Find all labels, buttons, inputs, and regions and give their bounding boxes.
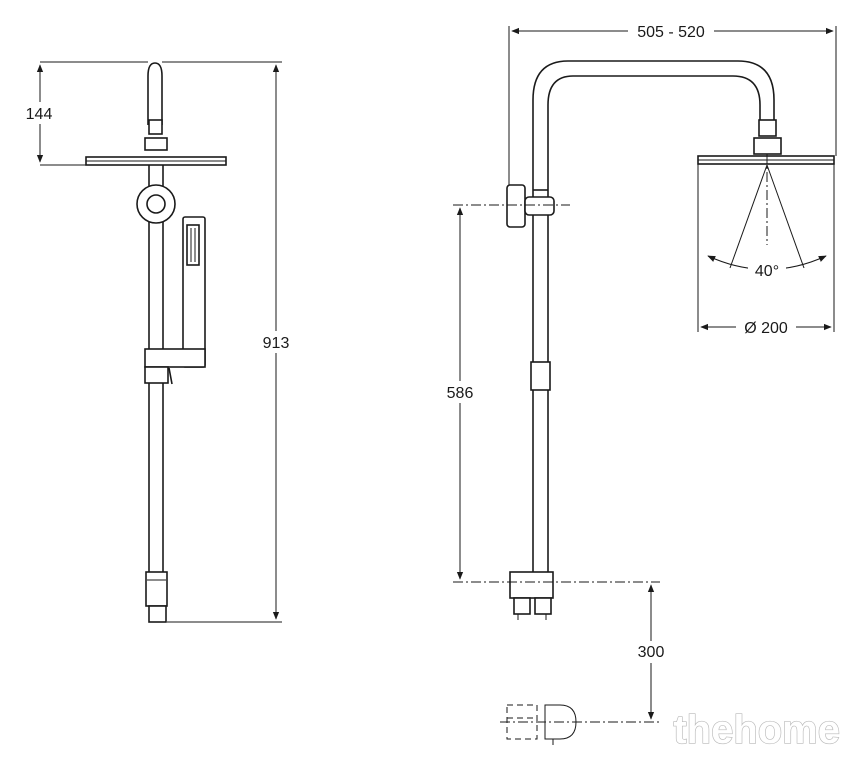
front-handshower-nozzles	[186, 224, 200, 266]
side-head-joint	[758, 119, 777, 137]
front-head-mount	[144, 137, 168, 151]
side-riser-coupling	[530, 361, 551, 391]
dim-outlet-height: 300	[638, 644, 665, 661]
side-wall-bracket	[506, 184, 526, 228]
watermark-logo: thehome	[673, 708, 840, 752]
front-top-arm	[147, 62, 163, 125]
front-bottom-fitting	[145, 571, 168, 607]
dim-head-diameter: Ø 200	[744, 320, 788, 337]
dim-mount-height: 586	[447, 385, 474, 402]
side-head-mount	[753, 137, 782, 155]
side-bottom-fitting	[509, 571, 554, 599]
front-top-joint	[148, 119, 163, 135]
side-view: 40° 505 - 520 Ø 200 586 300	[440, 21, 837, 745]
side-arm-inner	[547, 75, 761, 362]
dim-head-height: 144	[26, 106, 53, 123]
dim-total-height: 913	[263, 335, 290, 352]
dim-width-range: 505 - 520	[637, 24, 705, 41]
front-view: 144 913	[20, 61, 299, 623]
dim-spray-angle: 40°	[755, 263, 779, 280]
front-slider-bracket	[144, 348, 206, 368]
side-arm-outer	[532, 60, 775, 362]
